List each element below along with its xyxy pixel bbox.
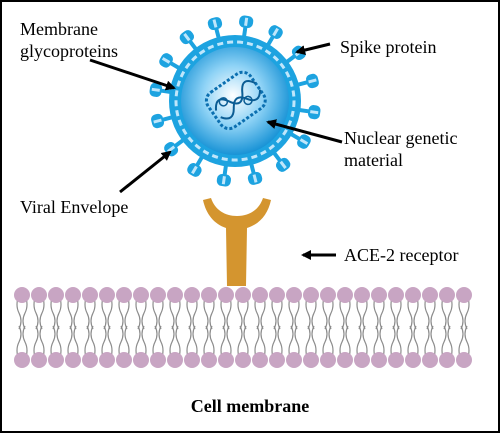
label-ace2-receptor: ACE-2 receptor [344,245,458,265]
phospholipid [439,287,455,368]
label-glycoproteins-line2: glycoproteins [20,41,118,61]
phospholipid [184,287,200,368]
ace2-receptor-shape [203,198,271,286]
phospholipid [31,287,47,368]
phospholipid [116,287,132,368]
genetic-material [204,70,267,131]
arrow-membrane-glycoproteins [89,58,176,91]
spike-protein [271,150,291,172]
label-spike-protein: Spike protein [340,37,437,57]
arrow-viral-envelope [119,150,172,194]
phospholipid [388,287,404,368]
spike-protein [179,30,199,52]
membrane-glycoprotein-ring [174,40,296,162]
phospholipid [320,287,336,368]
phospholipid [65,287,81,368]
phospholipid [405,287,421,368]
phospholipid [422,287,438,368]
spike-proteins [149,15,321,187]
phospholipid [167,287,183,368]
phospholipid [82,287,98,368]
phospholipid [303,287,319,368]
phospholipid [456,287,472,368]
spike-protein [159,53,181,71]
arrow-nuclear-genetic-material [266,119,343,144]
phospholipid [354,287,370,368]
arrow-spike-protein [295,42,331,55]
spike-protein [298,105,321,120]
label-material-line2: material [344,150,403,170]
phospholipid [201,287,217,368]
spike-protein [296,73,319,89]
virus-particle [149,15,321,187]
spike-protein [207,17,223,40]
phospholipid [14,287,30,368]
spike-protein [151,113,174,129]
phospholipid [371,287,387,368]
spike-protein [247,162,263,185]
phospholipid [150,287,166,368]
label-cell-membrane: Cell membrane [191,396,309,416]
spike-protein [216,164,231,187]
spike-protein [289,131,311,149]
phospholipid [286,287,302,368]
phospholipid [99,287,115,368]
phospholipid [235,287,251,368]
phospholipid [133,287,149,368]
label-nuclear-genetic-line1: Nuclear genetic [344,128,457,148]
phospholipid [269,287,285,368]
cell-membrane [14,287,472,368]
phospholipid [48,287,64,368]
spike-protein [265,25,283,47]
spike-protein [187,155,205,177]
phospholipid [218,287,234,368]
label-membrane-line1: Membrane [20,19,98,39]
phospholipid [337,287,353,368]
label-viral-envelope: Viral Envelope [20,197,128,217]
phospholipid [252,287,268,368]
spike-protein [239,15,254,38]
spike-protein [149,82,172,97]
